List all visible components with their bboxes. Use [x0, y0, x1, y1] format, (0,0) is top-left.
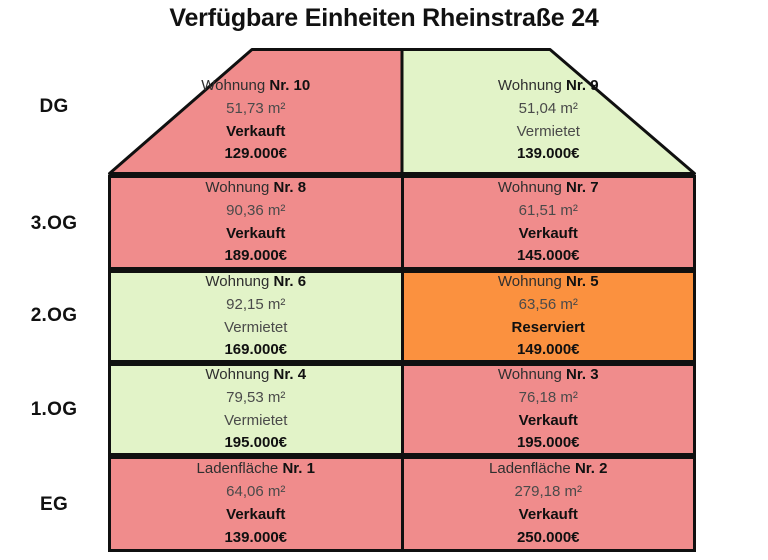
- unit-status: Reserviert: [511, 318, 585, 336]
- unit-price: 145.000€: [516, 247, 580, 265]
- floor-row-3og: Wohnung Nr. 8 90,36 m² Verkauft 189.000€…: [108, 175, 696, 270]
- unit-card[interactable]: Wohnung Nr. 4 79,53 m² Vermietet 195.000…: [108, 363, 404, 456]
- unit-name-line: Wohnung Nr. 6: [205, 271, 306, 294]
- unit-area: 63,56 m²: [518, 295, 578, 313]
- unit-type: Ladenfläche: [196, 460, 279, 478]
- unit-text: Wohnung Nr. 4 79,53 m² Vermietet 195.000…: [205, 364, 306, 455]
- unit-number: Nr. 6: [273, 272, 307, 290]
- unit-price: 129.000€: [224, 145, 288, 163]
- unit-type: Wohnung: [497, 272, 562, 290]
- floor-row-1og: Wohnung Nr. 4 79,53 m² Vermietet 195.000…: [108, 363, 696, 456]
- unit-number: Nr. 7: [566, 178, 599, 196]
- unit-name-line: Wohnung Nr. 3: [498, 364, 599, 387]
- page-title: Verfügbare Einheiten Rheinstraße 24: [169, 4, 599, 32]
- unit-status: Vermietet: [516, 122, 580, 140]
- floor-label-3og: 3.OG: [30, 213, 78, 234]
- floor-label-eg: EG: [39, 494, 69, 515]
- unit-name-line: Wohnung Nr. 10: [201, 75, 310, 98]
- unit-price: 139.000€: [224, 528, 288, 546]
- unit-price: 250.000€: [516, 528, 580, 546]
- unit-name-line: Wohnung Nr. 5: [498, 271, 599, 294]
- unit-name-line: Ladenfläche Nr. 2: [489, 458, 607, 481]
- unit-type: Wohnung: [205, 178, 270, 196]
- unit-price: 169.000€: [224, 341, 288, 359]
- unit-status: Verkauft: [518, 411, 578, 429]
- unit-number: Nr. 1: [282, 460, 315, 478]
- unit-card[interactable]: Wohnung Nr. 5 63,56 m² Reserviert 149.00…: [400, 270, 696, 363]
- unit-area: 64,06 m²: [226, 483, 286, 501]
- floor-row-eg: Ladenfläche Nr. 1 64,06 m² Verkauft 139.…: [108, 456, 696, 552]
- unit-card[interactable]: Wohnung Nr. 6 92,15 m² Vermietet 169.000…: [108, 270, 404, 363]
- unit-number: Nr. 3: [566, 365, 599, 383]
- unit-type: Wohnung: [497, 178, 562, 196]
- unit-card[interactable]: Wohnung Nr. 3 76,18 m² Verkauft 195.000€: [400, 363, 696, 456]
- unit-text: Wohnung Nr. 9 51,04 m² Vermietet 139.000…: [498, 75, 599, 166]
- unit-status: Vermietet: [224, 318, 288, 336]
- floor-label-dg: DG: [39, 96, 69, 117]
- unit-type: Wohnung: [497, 365, 562, 383]
- unit-price: 139.000€: [516, 145, 580, 163]
- unit-status: Verkauft: [226, 224, 286, 242]
- unit-card[interactable]: Wohnung Nr. 9 51,04 m² Vermietet 139.000…: [401, 44, 697, 175]
- unit-type: Wohnung: [205, 272, 270, 290]
- unit-area: 51,73 m²: [226, 99, 286, 117]
- unit-price: 195.000€: [224, 434, 288, 452]
- unit-area: 61,51 m²: [518, 201, 578, 219]
- unit-area: 76,18 m²: [518, 388, 578, 406]
- unit-type: Wohnung: [497, 76, 562, 94]
- unit-card[interactable]: Wohnung Nr. 7 61,51 m² Verkauft 145.000€: [400, 175, 696, 270]
- unit-name-line: Ladenfläche Nr. 1: [197, 458, 315, 481]
- unit-type: Wohnung: [201, 76, 266, 94]
- floor-label-2og: 2.OG: [30, 305, 78, 326]
- unit-name-line: Wohnung Nr. 4: [205, 364, 306, 387]
- unit-area: 90,36 m²: [226, 201, 286, 219]
- unit-number: Nr. 9: [566, 76, 599, 94]
- unit-status: Verkauft: [518, 506, 578, 523]
- unit-text: Wohnung Nr. 5 63,56 m² Reserviert 149.00…: [498, 271, 599, 362]
- unit-status: Verkauft: [226, 506, 286, 523]
- unit-text: Ladenfläche Nr. 1 64,06 m² Verkauft 139.…: [197, 458, 315, 549]
- unit-type: Ladenfläche: [489, 460, 571, 478]
- unit-number: Nr. 8: [273, 178, 307, 196]
- building-diagram: Wohnung Nr. 10 51,73 m² Verkauft 129.000…: [108, 44, 696, 552]
- unit-name-line: Wohnung Nr. 8: [205, 177, 306, 200]
- unit-status: Verkauft: [226, 122, 286, 140]
- unit-text: Wohnung Nr. 10 51,73 m² Verkauft 129.000…: [201, 75, 310, 166]
- unit-area: 279,18 m²: [514, 483, 583, 501]
- unit-price: 149.000€: [516, 341, 580, 359]
- unit-text: Ladenfläche Nr. 2 279,18 m² Verkauft 250…: [489, 458, 607, 549]
- roof-outline: [108, 48, 696, 175]
- floor-row-dg: Wohnung Nr. 10 51,73 m² Verkauft 129.000…: [108, 44, 696, 175]
- unit-text: Wohnung Nr. 6 92,15 m² Vermietet 169.000…: [205, 271, 306, 362]
- unit-text: Wohnung Nr. 8 90,36 m² Verkauft 189.000€: [205, 177, 306, 268]
- unit-status: Verkauft: [518, 224, 578, 242]
- unit-card[interactable]: Ladenfläche Nr. 1 64,06 m² Verkauft 139.…: [108, 456, 404, 552]
- unit-status: Vermietet: [224, 411, 288, 429]
- unit-card[interactable]: Wohnung Nr. 8 90,36 m² Verkauft 189.000€: [108, 175, 404, 270]
- unit-text: Wohnung Nr. 7 61,51 m² Verkauft 145.000€: [498, 177, 599, 268]
- unit-area: 51,04 m²: [518, 99, 578, 117]
- floor-row-2og: Wohnung Nr. 6 92,15 m² Vermietet 169.000…: [108, 270, 696, 363]
- unit-text: Wohnung Nr. 3 76,18 m² Verkauft 195.000€: [498, 364, 599, 455]
- unit-price: 189.000€: [224, 247, 288, 265]
- unit-type: Wohnung: [205, 365, 270, 383]
- unit-area: 79,53 m²: [226, 388, 286, 406]
- unit-card[interactable]: Ladenfläche Nr. 2 279,18 m² Verkauft 250…: [400, 456, 696, 552]
- unit-name-line: Wohnung Nr. 9: [498, 75, 599, 98]
- floor-label-column: DG 3.OG 2.OG 1.OG EG: [0, 44, 108, 552]
- unit-number: Nr. 4: [273, 365, 307, 383]
- floor-label-1og: 1.OG: [30, 399, 78, 420]
- unit-number: Nr. 5: [566, 272, 599, 290]
- unit-name-line: Wohnung Nr. 7: [498, 177, 599, 200]
- unit-number: Nr. 10: [269, 76, 311, 94]
- unit-price: 195.000€: [516, 434, 580, 452]
- unit-number: Nr. 2: [574, 460, 608, 478]
- unit-card[interactable]: Wohnung Nr. 10 51,73 m² Verkauft 129.000…: [108, 44, 404, 175]
- unit-area: 92,15 m²: [226, 295, 286, 313]
